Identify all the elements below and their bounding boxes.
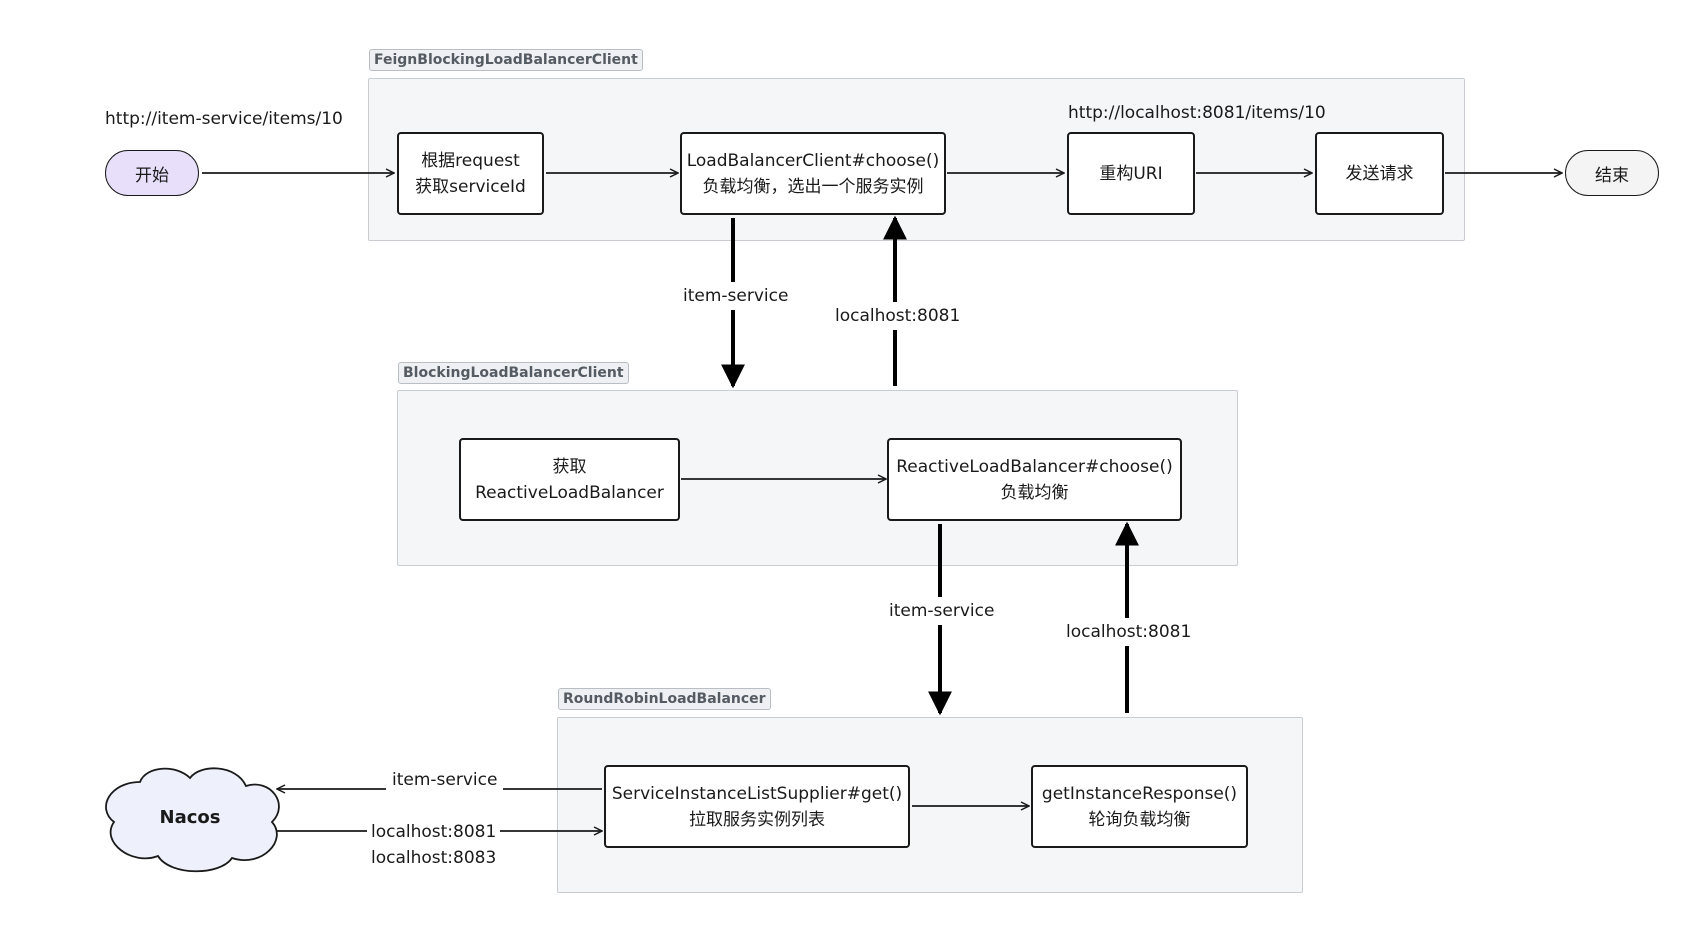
node-get-reactive-lb-line2: ReactiveLoadBalancer (475, 482, 664, 503)
node-send-request: 发送请求 (1315, 132, 1444, 215)
node-lb-client-choose-line1: LoadBalancerClient#choose() (686, 150, 940, 171)
node-get-reactive-lb-line1: 获取 (552, 456, 587, 477)
node-supplier-get-line1: ServiceInstanceListSupplier#get() (611, 783, 903, 804)
nacos-label: Nacos (159, 807, 221, 828)
node-supplier-get: ServiceInstanceListSupplier#get() 拉取服务实例… (604, 765, 910, 848)
label-input-url: http://item-service/items/10 (105, 109, 343, 129)
node-get-instance-response: getInstanceResponse() 轮询负载均衡 (1031, 765, 1248, 848)
label-down-item-service-2: item-service (886, 597, 998, 625)
end-terminal-label: 结束 (1595, 165, 1629, 186)
group-label-roundrobin-lb: RoundRobinLoadBalancer (558, 688, 771, 710)
node-get-instance-response-line2: 轮询负载均衡 (1088, 809, 1191, 830)
label-down-item-service-1: item-service (680, 282, 792, 310)
group-label-blocking-client: BlockingLoadBalancerClient (398, 362, 629, 384)
node-get-service-id-line2: 获取serviceId (415, 176, 526, 197)
node-get-instance-response-line1: getInstanceResponse() (1041, 783, 1238, 804)
node-supplier-get-line2: 拉取服务实例列表 (689, 809, 825, 830)
node-send-request-line1: 发送请求 (1345, 163, 1414, 184)
start-terminal: 开始 (105, 150, 199, 196)
node-reactive-choose: ReactiveLoadBalancer#choose() 负载均衡 (887, 438, 1182, 521)
label-up-localhost-2: localhost:8081 (1063, 618, 1195, 646)
node-reactive-choose-line2: 负载均衡 (1000, 482, 1069, 503)
end-terminal: 结束 (1565, 150, 1659, 196)
node-get-reactive-lb: 获取 ReactiveLoadBalancer (459, 438, 680, 521)
label-to-nacos: item-service (386, 766, 504, 794)
node-get-service-id-line1: 根据request (421, 150, 520, 171)
nacos-cloud-shape (105, 767, 280, 873)
node-rebuild-uri-line1: 重构URI (1099, 163, 1163, 184)
label-from-nacos-1: localhost:8081 (367, 820, 501, 844)
label-output-url: http://localhost:8081/items/10 (1068, 103, 1326, 123)
node-lb-client-choose: LoadBalancerClient#choose() 负载均衡，选出一个服务实… (680, 132, 946, 215)
label-up-localhost-1: localhost:8081 (832, 302, 964, 330)
node-rebuild-uri: 重构URI (1067, 132, 1195, 215)
start-terminal-label: 开始 (135, 165, 169, 186)
node-lb-client-choose-line2: 负载均衡，选出一个服务实例 (702, 176, 924, 197)
node-get-service-id: 根据request 获取serviceId (397, 132, 544, 215)
label-from-nacos-2: localhost:8083 (367, 846, 501, 870)
group-label-feign-client: FeignBlockingLoadBalancerClient (369, 49, 643, 71)
node-reactive-choose-line1: ReactiveLoadBalancer#choose() (896, 456, 1173, 477)
